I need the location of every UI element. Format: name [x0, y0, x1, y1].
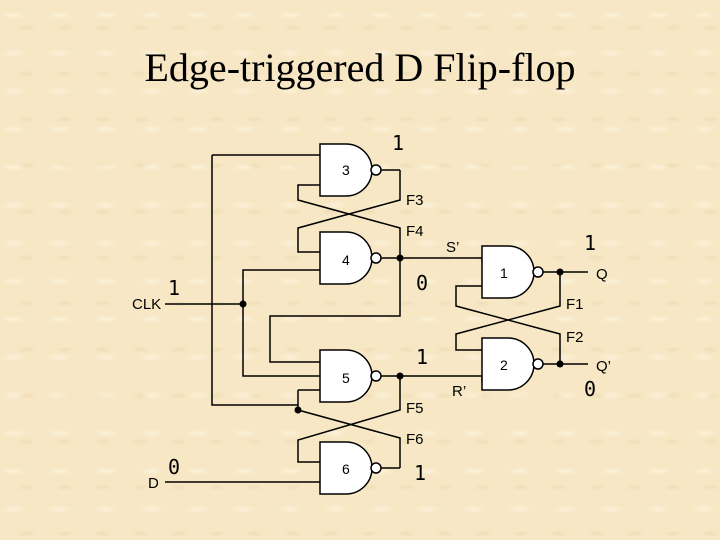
wire-f2	[455, 285, 561, 364]
wire-g4-to-g5	[269, 258, 401, 363]
label-r-prime: R’	[452, 383, 466, 400]
wire-clk-g4	[242, 269, 320, 304]
value-gate6-out: 1	[414, 461, 426, 485]
gate-1-label: 1	[500, 265, 508, 281]
label-q-prime: Q’	[596, 358, 611, 375]
label-d: D	[148, 475, 159, 492]
value-clk: 1	[168, 276, 180, 300]
nand-gate-3: 3	[319, 143, 382, 197]
label-f1: F1	[566, 296, 584, 313]
junction-g5-out	[396, 372, 404, 380]
nand-gate-4: 4	[319, 231, 382, 285]
nand-gate-2: 2	[481, 337, 544, 391]
value-d: 0	[168, 455, 180, 479]
wire-g4-out	[380, 257, 483, 262]
junction-g4-out	[396, 254, 404, 262]
value-q-prime: 0	[584, 377, 596, 401]
junction-f5	[294, 406, 302, 414]
wire-f5	[297, 376, 401, 463]
gate-5-label: 5	[342, 370, 350, 386]
value-s-prime: 0	[416, 271, 428, 295]
gate-4-label: 4	[342, 252, 350, 268]
label-f5: F5	[406, 400, 424, 417]
wire-f4	[297, 184, 401, 258]
gate-3-label: 3	[342, 162, 350, 178]
label-q: Q	[596, 266, 608, 283]
nand-gate-6: 6	[319, 441, 382, 495]
junction-q	[556, 268, 564, 276]
nand-gate-1: 1	[481, 245, 544, 299]
gate-2-label: 2	[500, 357, 508, 373]
wire-clk-g5	[242, 304, 320, 377]
label-f4: F4	[406, 223, 424, 240]
label-clk: CLK	[132, 296, 161, 313]
value-gate5-out: 1	[416, 345, 428, 369]
wire-f3	[297, 170, 401, 253]
wire-f1	[455, 272, 561, 351]
slide-title: Edge-triggered D Flip-flop	[144, 45, 576, 90]
wire-g3-input-a	[211, 155, 298, 406]
label-s-prime: S’	[446, 239, 459, 256]
value-q-top: 1	[584, 231, 596, 255]
nand-gate-5: 5	[319, 349, 382, 403]
wire-g5-out	[380, 375, 483, 382]
gate-6-label: 6	[342, 461, 350, 477]
junction-clk	[239, 300, 247, 308]
value-gate3-out: 1	[392, 131, 404, 155]
label-f3: F3	[406, 192, 424, 209]
label-f6: F6	[406, 431, 424, 448]
label-f2: F2	[566, 329, 584, 346]
junction-q-prime	[556, 360, 564, 368]
